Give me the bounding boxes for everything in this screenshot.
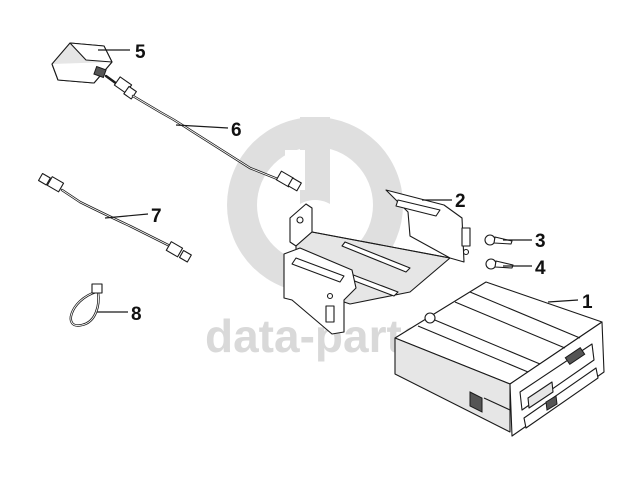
screw-4 xyxy=(485,258,514,270)
short-cable xyxy=(37,172,192,263)
callout-4: 4 xyxy=(535,258,546,279)
antenna-module xyxy=(51,42,113,84)
leader-lines xyxy=(97,49,579,313)
leader-7 xyxy=(104,213,149,219)
leader-1 xyxy=(547,299,579,303)
callout-6: 6 xyxy=(231,120,242,141)
tachograph-unit xyxy=(394,281,605,437)
callout-1: 1 xyxy=(582,292,593,313)
antenna-cable xyxy=(104,74,302,192)
callout-2: 2 xyxy=(455,191,466,212)
callout-5: 5 xyxy=(135,42,146,63)
cable-tie xyxy=(69,283,103,327)
callout-3: 3 xyxy=(535,231,546,252)
callout-8: 8 xyxy=(131,304,142,325)
callout-labels: 1 2 3 4 5 6 7 8 xyxy=(131,42,593,325)
callout-7: 7 xyxy=(151,206,162,227)
mounting-bracket xyxy=(283,189,471,335)
leader-6 xyxy=(175,124,229,129)
